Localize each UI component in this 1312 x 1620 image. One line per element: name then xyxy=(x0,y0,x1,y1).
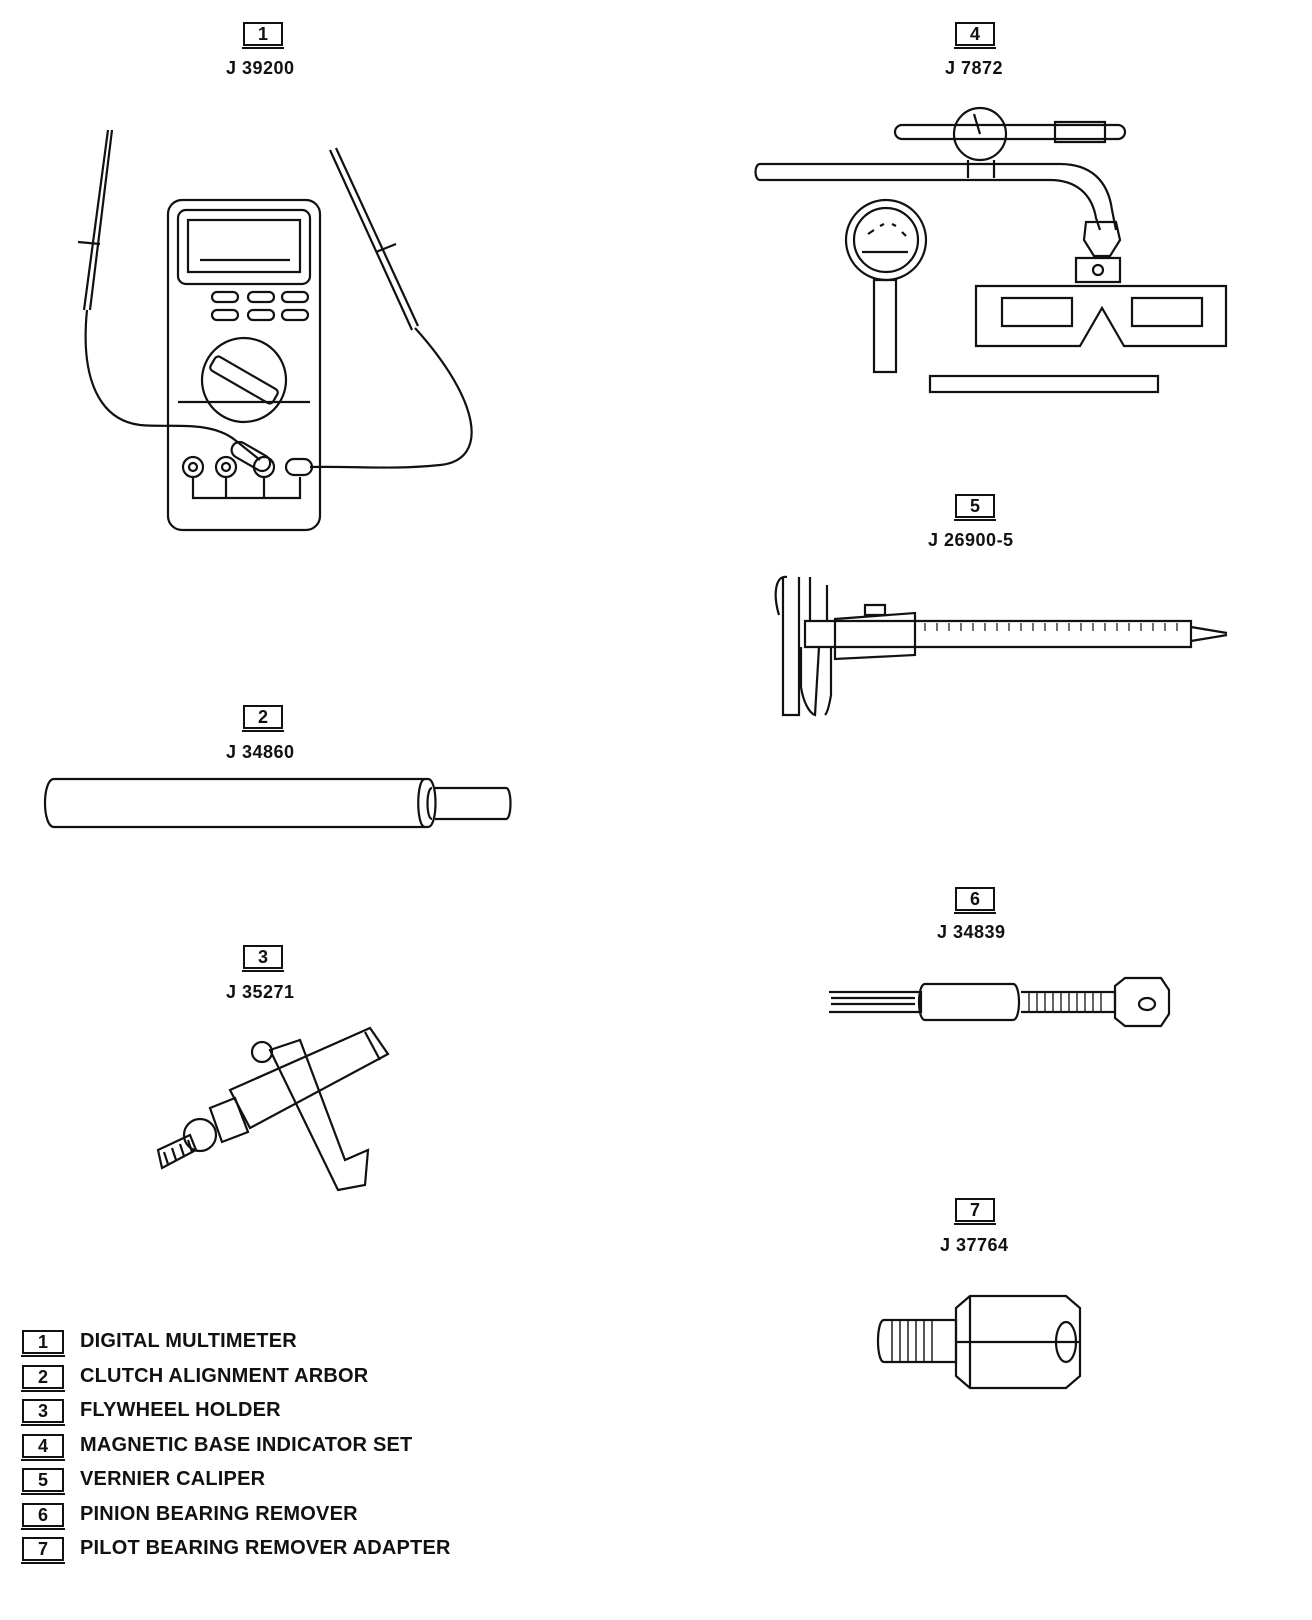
legend-callout: 4 xyxy=(21,1433,65,1461)
legend-label: PINION BEARING REMOVER xyxy=(80,1502,358,1525)
pinion-bearing-remover-illustration xyxy=(825,970,1175,1040)
clutch-alignment-arbor-illustration xyxy=(40,775,520,845)
part-number-4: J 7872 xyxy=(945,58,1004,78)
part-number-2: J 34860 xyxy=(226,742,295,762)
legend-callout: 2 xyxy=(21,1364,65,1392)
flywheel-holder-illustration xyxy=(140,1010,400,1200)
legend-label: MAGNETIC BASE INDICATOR SET xyxy=(80,1433,413,1456)
part-number-6: J 34839 xyxy=(937,922,1006,942)
legend-callout: 6 xyxy=(21,1502,65,1530)
legend-label: VERNIER CALIPER xyxy=(80,1468,266,1490)
part-number-5: J 26900-5 xyxy=(928,530,1014,550)
part-number-3: J 35271 xyxy=(226,982,295,1002)
legend-label: PILOT BEARING REMOVER ADAPTER xyxy=(80,1537,451,1559)
callout-3: 3 xyxy=(242,945,284,972)
callout-4: 4 xyxy=(954,22,996,49)
legend-label: DIGITAL MULTIMETER xyxy=(80,1330,297,1352)
magnetic-base-indicator-set-illustration xyxy=(750,100,1240,400)
legend-label: CLUTCH ALIGNMENT ARBOR xyxy=(80,1364,369,1387)
part-number-1: J 39200 xyxy=(226,58,295,78)
callout-5: 5 xyxy=(954,494,996,521)
vernier-caliper-illustration xyxy=(765,575,1235,725)
legend-callout: 3 xyxy=(21,1399,65,1426)
callout-7: 7 xyxy=(954,1198,996,1225)
callout-1: 1 xyxy=(242,22,284,49)
callout-2: 2 xyxy=(242,705,284,732)
digital-multimeter-illustration xyxy=(60,120,500,540)
callout-6: 6 xyxy=(954,887,996,914)
legend-callout: 1 xyxy=(21,1330,65,1357)
pilot-bearing-remover-adapter-illustration xyxy=(870,1290,1090,1400)
legend-label: FLYWHEEL HOLDER xyxy=(80,1399,281,1421)
legend-callout: 5 xyxy=(21,1468,65,1495)
part-number-7: J 37764 xyxy=(940,1235,1009,1255)
legend-callout: 7 xyxy=(21,1537,65,1564)
